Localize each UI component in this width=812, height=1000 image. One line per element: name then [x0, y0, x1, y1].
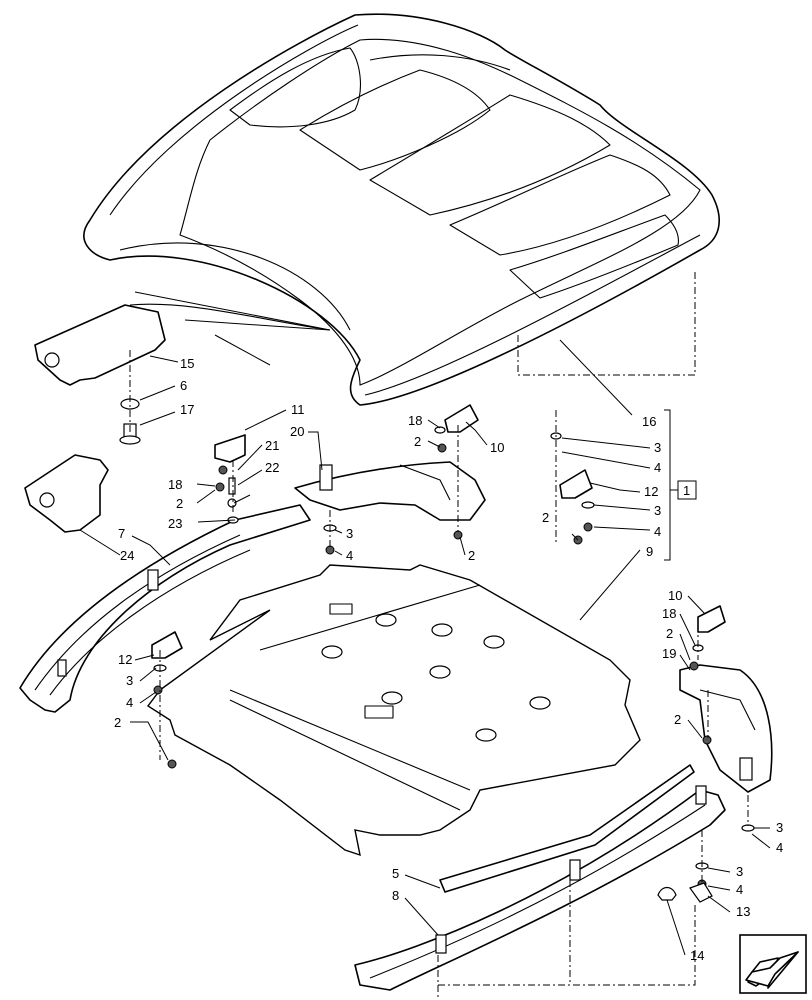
callout-4: 4 — [654, 460, 661, 475]
callout-12: 12 — [118, 652, 132, 667]
callout-2: 2 — [176, 496, 183, 511]
callout-8: 8 — [392, 888, 399, 903]
callout-24: 24 — [120, 548, 134, 563]
callout-1: 1 — [683, 483, 690, 498]
callout-11: 11 — [291, 402, 305, 417]
callout-4: 4 — [736, 882, 743, 897]
callout-3: 3 — [346, 526, 353, 541]
alignment-centerlines — [129, 272, 749, 1000]
callout-4: 4 — [654, 524, 661, 539]
callout-18: 18 — [408, 413, 422, 428]
callout-6: 6 — [180, 378, 187, 393]
front-seal-strip — [439, 764, 695, 893]
center-bracket — [294, 461, 486, 521]
callout-4: 4 — [776, 840, 783, 855]
callout-9: 9 — [646, 544, 653, 559]
callout-2: 2 — [542, 510, 549, 525]
callout-3: 3 — [654, 503, 661, 518]
callout-14: 14 — [690, 948, 704, 963]
callout-2: 2 — [414, 434, 421, 449]
callout-18: 18 — [168, 477, 182, 492]
callout-12: 12 — [644, 484, 658, 499]
callout-3: 3 — [776, 820, 783, 835]
callout-16: 16 — [642, 414, 656, 429]
callout-box-1 — [677, 480, 697, 500]
callout-10: 10 — [490, 440, 504, 455]
headliner-panel — [146, 564, 641, 857]
left-bracket-15 — [34, 304, 166, 386]
callout-2: 2 — [674, 712, 681, 727]
next-page-arrow-icon[interactable] — [739, 934, 807, 994]
callout-20: 20 — [290, 424, 304, 439]
callout-15: 15 — [180, 356, 194, 371]
right-corner-bracket — [679, 664, 773, 793]
callout-17: 17 — [180, 402, 194, 417]
callout-2: 2 — [468, 548, 475, 563]
callout-21: 21 — [265, 438, 279, 453]
front-rail — [354, 785, 726, 991]
callout-labels: 15 6 17 11 20 21 22 18 2 23 7 24 18 2 10… — [114, 356, 783, 963]
callout-10: 10 — [668, 588, 682, 603]
callout-2: 2 — [666, 626, 673, 641]
callout-13: 13 — [736, 904, 750, 919]
callout-3: 3 — [654, 440, 661, 455]
left-side-rail — [19, 504, 311, 713]
callout-23: 23 — [168, 516, 182, 531]
callout-19: 19 — [662, 646, 676, 661]
roof-shell — [83, 13, 720, 416]
leader-lines — [79, 355, 771, 956]
callout-7: 7 — [118, 526, 125, 541]
callout-3: 3 — [126, 673, 133, 688]
callout-22: 22 — [265, 460, 279, 475]
callout-2: 2 — [114, 715, 121, 730]
panel-boss — [321, 613, 551, 742]
callout-3: 3 — [736, 864, 743, 879]
callout-4: 4 — [346, 548, 353, 563]
callout-5: 5 — [392, 866, 399, 881]
left-bracket-24 — [24, 454, 109, 533]
callout-4: 4 — [126, 695, 133, 710]
callout-18: 18 — [662, 606, 676, 621]
